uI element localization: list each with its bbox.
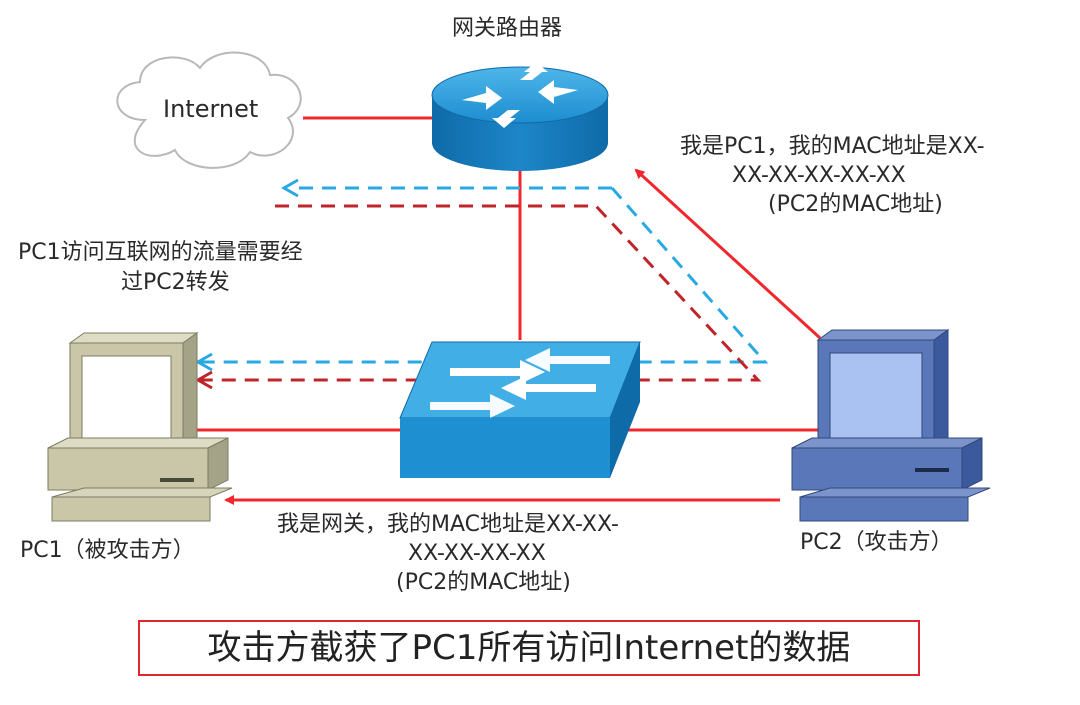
conclusion-banner: 攻击方截获了PC1所有访问Internet的数据 <box>138 620 920 676</box>
pc1-computer-icon <box>47 332 233 522</box>
traffic-path-blue <box>194 178 769 372</box>
spoof-to-pc1-line1: 我是网关，我的MAC地址是XX-XX- <box>277 512 619 537</box>
spoof-to-router-line2: XX-XX-XX-XX-XX <box>732 163 906 188</box>
network-links <box>197 116 822 505</box>
router-icon <box>431 62 609 171</box>
internet-label: Internet <box>163 95 259 123</box>
traffic-note-line2: 过PC2转发 <box>121 270 230 295</box>
pc2-label: PC2（攻击方） <box>800 530 953 555</box>
pc2-computer-icon <box>791 329 991 522</box>
switch-icon <box>399 341 641 478</box>
internet-cloud-icon <box>116 51 302 169</box>
router-label: 网关路由器 <box>452 16 563 41</box>
spoof-to-pc1-line3: (PC2的MAC地址) <box>396 570 571 595</box>
pc1-label: PC1（被攻击方） <box>20 538 195 563</box>
arrow-pc2-to-router <box>634 168 822 340</box>
spoof-to-router-line3: (PC2的MAC地址) <box>768 192 943 217</box>
spoof-to-pc1-line2: XX-XX-XX-XX <box>408 541 546 566</box>
traffic-note-line1: PC1访问互联网的流量需要经 <box>18 240 303 265</box>
spoof-to-router-line1: 我是PC1，我的MAC地址是XX- <box>680 134 985 159</box>
